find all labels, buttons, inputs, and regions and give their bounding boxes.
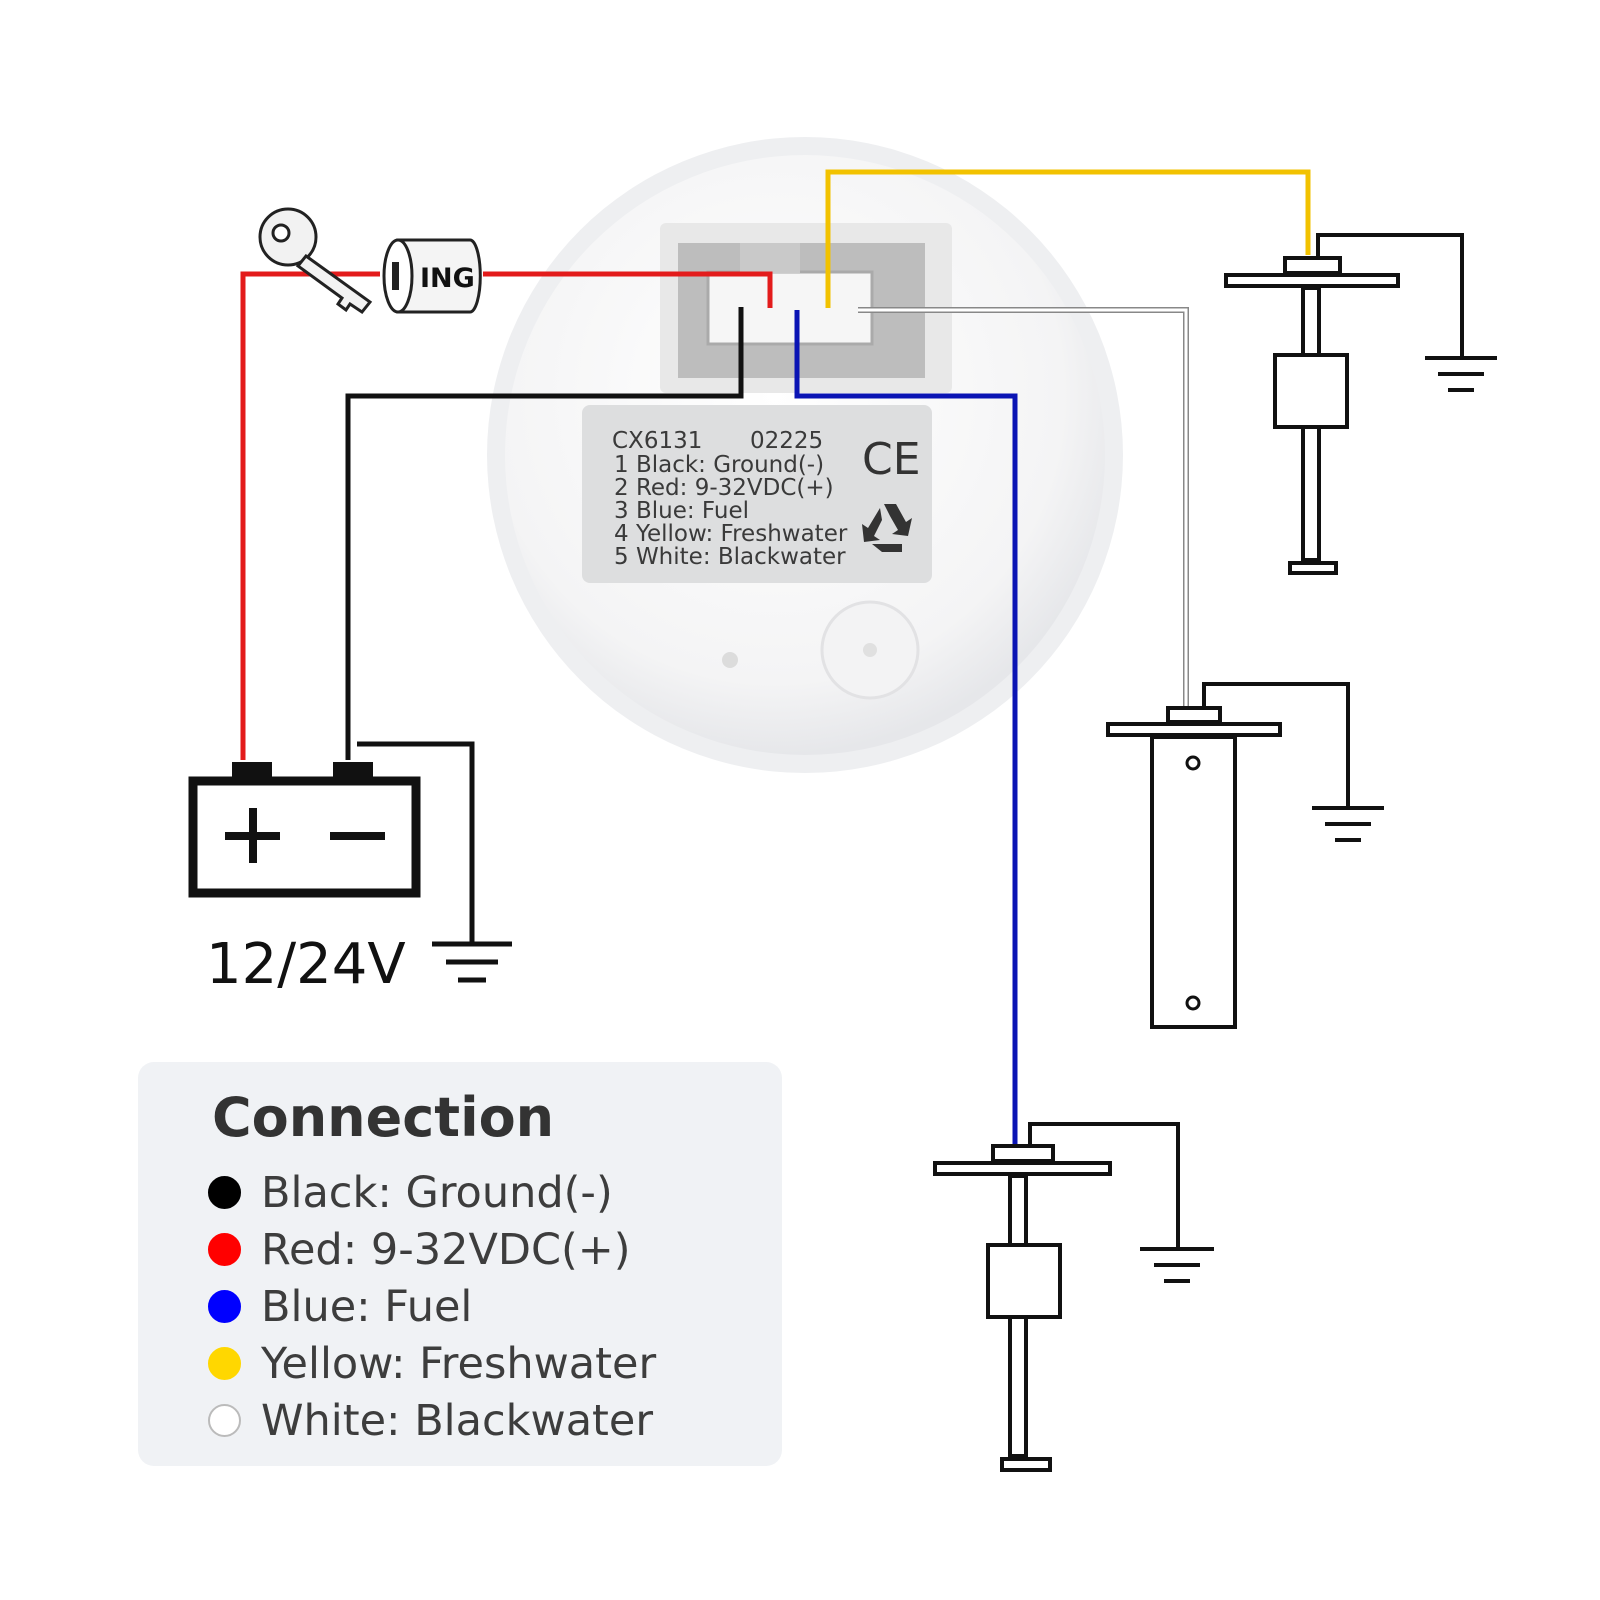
ground-symbol xyxy=(432,941,512,983)
yellow-freshwater-wire xyxy=(825,169,1311,308)
red-power-wire-battery xyxy=(240,271,380,760)
blue-fuel-wire xyxy=(794,310,1018,1144)
ignition-switch: ING xyxy=(382,238,482,314)
red-dot-icon xyxy=(208,1233,241,1266)
spec-label-sticker xyxy=(582,405,932,583)
legend-item-label: Yellow: Freshwater xyxy=(261,1338,657,1389)
connection-legend: Connection Black: Ground(-) Red: 9-32VDC… xyxy=(138,1062,782,1466)
gauge-body xyxy=(487,137,1123,773)
gauge-model: CX6131 xyxy=(612,428,702,454)
white-blackwater-wire xyxy=(858,308,1188,708)
legend-item-white: White: Blackwater xyxy=(208,1392,656,1449)
black-dot-icon xyxy=(208,1176,241,1209)
gauge-code: 02225 xyxy=(750,428,823,454)
battery-ground-wire xyxy=(357,741,475,942)
legend-title: Connection xyxy=(212,1086,555,1149)
gauge-label-line-1: 1 Black: Ground(-) xyxy=(614,452,824,478)
freshwater-sender xyxy=(1224,233,1497,575)
battery: 12/24V xyxy=(188,741,512,997)
legend-item-label: Red: 9-32VDC(+) xyxy=(261,1224,631,1275)
white-dot-icon xyxy=(208,1404,241,1437)
connector-plug xyxy=(706,270,874,346)
ground-symbol xyxy=(1312,806,1384,842)
ground-symbol xyxy=(1140,1247,1214,1283)
legend-item-yellow: Yellow: Freshwater xyxy=(208,1335,656,1392)
battery-voltage-label: 12/24V xyxy=(206,932,406,997)
gauge-spec-label: CX6131 02225 1 Black: Ground(-) 2 Red: 9… xyxy=(612,428,921,570)
fuel-sender xyxy=(933,1122,1214,1472)
red-power-wire xyxy=(483,271,773,308)
gauge-label-line-3: 3 Blue: Fuel xyxy=(614,498,749,524)
ce-mark: CE xyxy=(862,434,921,485)
blackwater-sender xyxy=(1106,682,1384,1029)
key-icon xyxy=(258,207,373,315)
legend-item-red: Red: 9-32VDC(+) xyxy=(208,1221,656,1278)
legend-item-blue: Blue: Fuel xyxy=(208,1278,656,1335)
ground-symbol xyxy=(1425,356,1497,392)
gauge-label-line-5: 5 White: Blackwater xyxy=(614,544,846,570)
battery-minus-symbol xyxy=(330,832,385,840)
legend-item-label: Blue: Fuel xyxy=(261,1281,473,1332)
legend-item-label: White: Blackwater xyxy=(261,1395,654,1446)
legend-item-black: Black: Ground(-) xyxy=(208,1164,656,1221)
gauge-label-line-2: 2 Red: 9-32VDC(+) xyxy=(614,475,834,501)
recycle-icon xyxy=(862,504,912,552)
legend-list: Black: Ground(-) Red: 9-32VDC(+) Blue: F… xyxy=(208,1164,656,1449)
ignition-label: ING xyxy=(420,263,475,294)
yellow-dot-icon xyxy=(208,1347,241,1380)
wires xyxy=(240,169,1311,1144)
blue-dot-icon xyxy=(208,1290,241,1323)
black-ground-wire xyxy=(345,307,744,760)
legend-item-label: Black: Ground(-) xyxy=(261,1167,613,1218)
gauge-label-line-4: 4 Yellow: Freshwater xyxy=(614,521,848,547)
